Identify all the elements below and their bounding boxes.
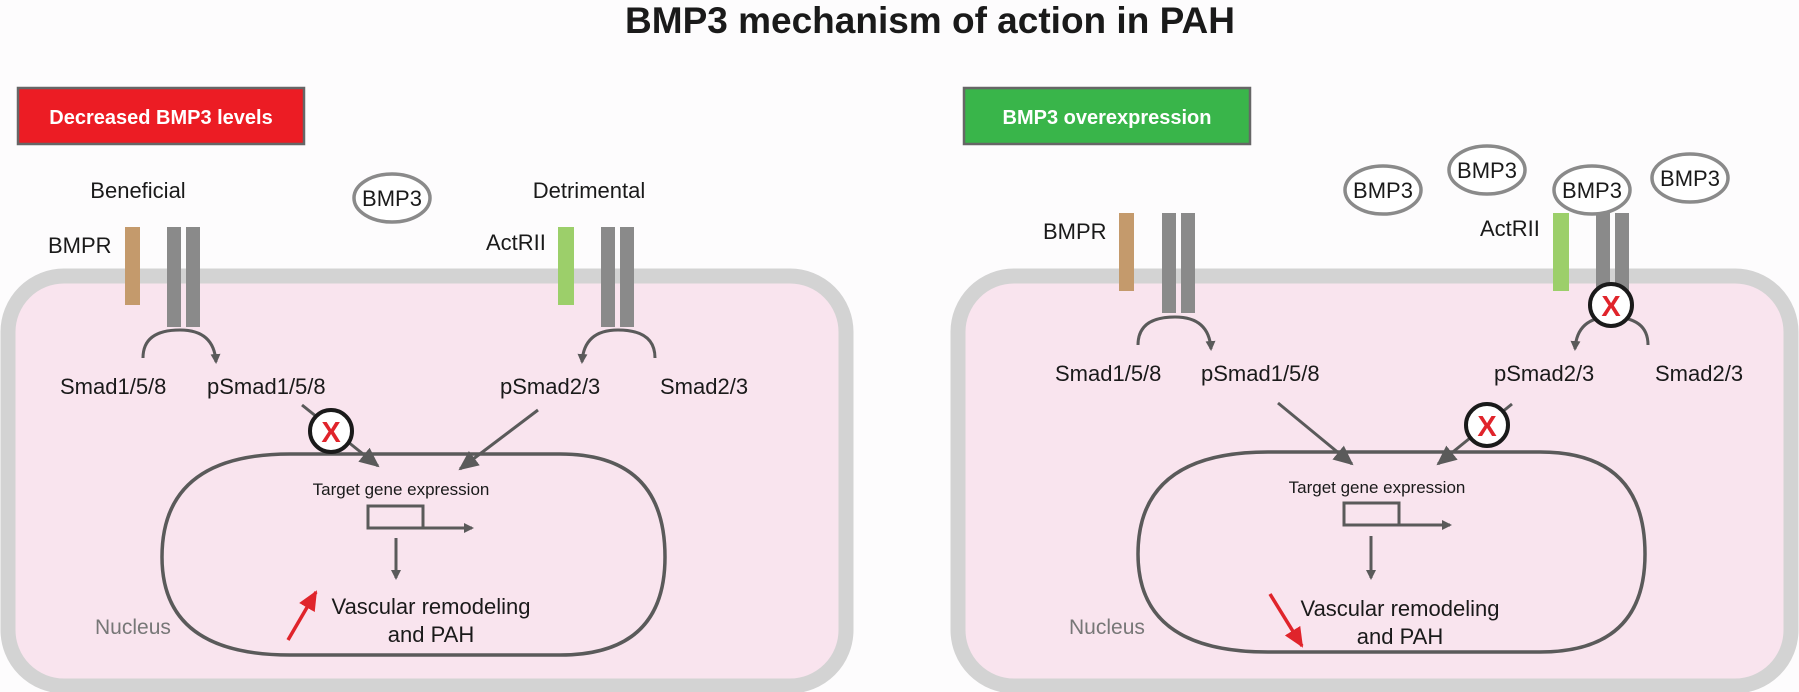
bmpr-receptor (1119, 213, 1134, 291)
bmp3-overexpression-banner (962, 86, 1252, 146)
left-nucleus (160, 452, 667, 657)
nucleus-label: Nucleus (1069, 616, 1145, 639)
type-i-receptor-bar (601, 227, 615, 327)
decrease-red-arrow (1268, 593, 1304, 648)
bmp3-ligand-label: BMP3 (1660, 166, 1720, 191)
vascular-remodeling-label: Vascular remodeling (1301, 596, 1500, 621)
smad158-label: Smad1/5/8 (1055, 361, 1161, 386)
beneficial-label: Beneficial (90, 178, 185, 203)
actrii-receptor (558, 227, 574, 305)
smad158-phosphorylation-arrow (141, 328, 221, 364)
gene-box (1342, 501, 1401, 527)
inhibition-icon (1588, 282, 1634, 328)
bmp3-ligand-label: BMP3 (1457, 158, 1517, 183)
bmp3-ligand (1447, 144, 1527, 196)
inhibition-x: X (1601, 291, 1621, 323)
psmad158-label: pSmad1/5/8 (207, 374, 326, 399)
bmp3-ligand-bound (1552, 164, 1632, 216)
bmp3-overexpression-banner-text: BMP3 overexpression (1003, 107, 1212, 129)
bmpr-receptor (125, 227, 140, 305)
inhibition-icon (308, 408, 354, 454)
decreased-bmp3-banner (16, 86, 306, 146)
bmp3-ligand (1650, 152, 1730, 204)
smad158-phosphorylation-arrow (1136, 315, 1216, 351)
bmp3-ligand (352, 172, 432, 224)
bmp3-ligand-label: BMP3 (362, 186, 422, 211)
bmpr-label: BMPR (1043, 219, 1107, 244)
nucleus-label: Nucleus (95, 616, 171, 639)
bmp3-ligand-label: BMP3 (1562, 178, 1622, 203)
psmad23-label: pSmad2/3 (1494, 361, 1594, 386)
type-i-receptor-bar (1162, 213, 1176, 313)
pah-label: and PAH (1357, 624, 1443, 649)
type-i-receptor-bar (1181, 213, 1195, 313)
target-gene-label: Target gene expression (1289, 478, 1466, 497)
gene-box (366, 504, 425, 530)
right-nucleus-outline (1136, 450, 1647, 654)
smad23-phosphorylation-arrow (577, 328, 657, 364)
psmad23-label: pSmad2/3 (500, 374, 600, 399)
smad23-label: Smad2/3 (660, 374, 748, 399)
type-i-receptor-bar (167, 227, 181, 327)
decreased-bmp3-banner-text: Decreased BMP3 levels (49, 107, 272, 129)
inhibition-icon (1464, 402, 1510, 448)
increase-red-arrow (286, 590, 318, 641)
psmad158-to-nucleus-arrow (1277, 401, 1354, 466)
bmpr-label: BMPR (48, 233, 112, 258)
detrimental-label: Detrimental (533, 178, 645, 203)
psmad23-to-nucleus-arrow (458, 408, 539, 471)
psmad158-label: pSmad1/5/8 (1201, 361, 1320, 386)
type-i-receptor-bar (620, 227, 634, 327)
left-panel: Decreased BMP3 levels Beneficial Detrime… (0, 86, 854, 692)
smad158-label: Smad1/5/8 (60, 374, 166, 399)
actrii-label: ActRII (1480, 216, 1540, 241)
diagram-title: BMP3 mechanism of action in PAH (625, 0, 1235, 41)
pah-label: and PAH (388, 622, 474, 647)
inhibition-x: X (1477, 411, 1497, 443)
left-cell (0, 268, 854, 692)
right-cell (950, 268, 1799, 692)
inhibition-x: X (321, 417, 341, 449)
actrii-label: ActRII (486, 230, 546, 255)
target-gene-label: Target gene expression (313, 480, 490, 499)
right-panel: BMP3 overexpression BMP3 BMP3 BMP3 BMP3 … (950, 86, 1799, 692)
bmp3-ligand (1343, 164, 1423, 216)
type-i-receptor-bar (186, 227, 200, 327)
smad23-label: Smad2/3 (1655, 361, 1743, 386)
bmp3-ligand-label: BMP3 (1353, 178, 1413, 203)
actrii-receptor (1553, 213, 1569, 291)
vascular-remodeling-label: Vascular remodeling (332, 594, 531, 619)
